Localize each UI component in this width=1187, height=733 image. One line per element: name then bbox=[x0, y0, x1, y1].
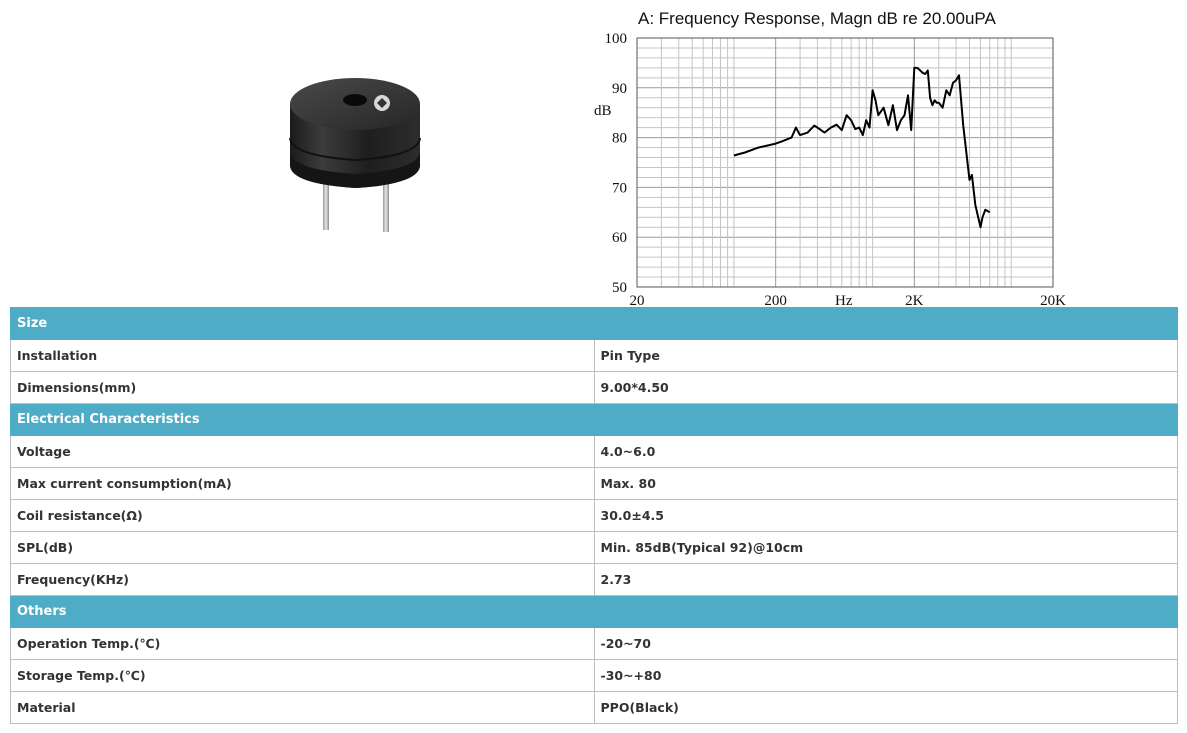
y-tick-label: 50 bbox=[612, 280, 627, 296]
spec-row: Max current consumption(mA)Max. 80 bbox=[10, 467, 1178, 500]
y-tick-label: 70 bbox=[612, 180, 627, 196]
spec-row: SPL(dB)Min. 85dB(Typical 92)@10cm bbox=[10, 531, 1178, 564]
spec-label: Max current consumption(mA) bbox=[10, 467, 595, 500]
spec-value: -20~70 bbox=[593, 627, 1178, 660]
section-header: Electrical Characteristics bbox=[10, 403, 1178, 436]
spec-label: SPL(dB) bbox=[10, 531, 595, 564]
spec-row: Operation Temp.(℃)-20~70 bbox=[10, 627, 1178, 660]
x-axis-label: Hz bbox=[835, 293, 853, 308]
y-tick-label: 60 bbox=[612, 230, 627, 246]
x-tick-label: 2K bbox=[905, 293, 924, 308]
section-header: Others bbox=[10, 595, 1178, 628]
y-axis-label: dB bbox=[594, 103, 612, 119]
spec-label: Coil resistance(Ω) bbox=[10, 499, 595, 532]
section-title: Others bbox=[10, 595, 1178, 628]
buzzer-product-image bbox=[289, 78, 421, 232]
spec-value: 4.0~6.0 bbox=[593, 435, 1178, 468]
plot-border bbox=[636, 37, 1054, 288]
spec-row: Frequency(KHz)2.73 bbox=[10, 563, 1178, 596]
section-header: Size bbox=[10, 307, 1178, 340]
spec-label: Dimensions(mm) bbox=[10, 371, 595, 404]
spec-label: Storage Temp.(℃) bbox=[10, 659, 595, 692]
spec-label: Installation bbox=[10, 339, 595, 372]
y-tick-label: 80 bbox=[612, 131, 627, 147]
x-tick-label: 20K bbox=[1040, 293, 1066, 308]
response-curve bbox=[733, 66, 991, 229]
spec-label: Operation Temp.(℃) bbox=[10, 627, 595, 660]
y-tick-label: 90 bbox=[612, 81, 627, 97]
spec-value: -30~+80 bbox=[593, 659, 1178, 692]
spec-value: Min. 85dB(Typical 92)@10cm bbox=[593, 531, 1178, 564]
spec-row: Coil resistance(Ω)30.0±4.5 bbox=[10, 499, 1178, 532]
chart-title: A: Frequency Response, Magn dB re 20.00u… bbox=[638, 9, 996, 28]
section-title: Electrical Characteristics bbox=[10, 403, 1178, 436]
chart-grid bbox=[636, 37, 1054, 288]
spec-value: PPO(Black) bbox=[593, 691, 1178, 724]
spec-value: 9.00*4.50 bbox=[593, 371, 1178, 404]
spec-value: 30.0±4.5 bbox=[593, 499, 1178, 532]
spec-row: Storage Temp.(℃)-30~+80 bbox=[10, 659, 1178, 692]
y-tick-label: 100 bbox=[605, 31, 628, 47]
spec-label: Voltage bbox=[10, 435, 595, 468]
section-title: Size bbox=[10, 307, 1178, 340]
x-tick-label: 200 bbox=[764, 293, 787, 308]
x-tick-label: 20 bbox=[630, 293, 645, 308]
spec-row: Dimensions(mm)9.00*4.50 bbox=[10, 371, 1178, 404]
chart-frame bbox=[636, 37, 1054, 288]
spec-value: 2.73 bbox=[593, 563, 1178, 596]
spec-value: Pin Type bbox=[593, 339, 1178, 372]
frequency-response-chart: A: Frequency Response, Magn dB re 20.00u… bbox=[594, 9, 1066, 308]
spec-value: Max. 80 bbox=[593, 467, 1178, 500]
spec-label: Frequency(KHz) bbox=[10, 563, 595, 596]
spec-label: Material bbox=[10, 691, 595, 724]
